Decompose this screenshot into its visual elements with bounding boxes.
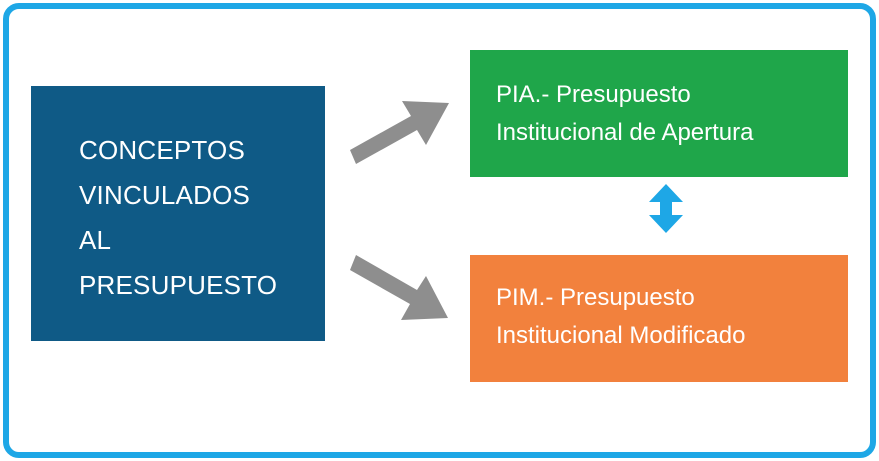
concepts-line-1: CONCEPTOS — [79, 135, 246, 165]
concepts-line-3: AL — [79, 225, 112, 255]
concepts-box: CONCEPTOS VINCULADOS AL PRESUPUESTO — [31, 86, 325, 341]
concepts-line-4: PRESUPUESTO — [79, 270, 278, 300]
pim-line-2: Institucional Modificado — [496, 322, 746, 349]
pia-box: PIA.- Presupuesto Institucional de Apert… — [470, 50, 848, 177]
pia-line-1: PIA.- Presupuesto — [496, 81, 691, 108]
pia-line-2: Institucional de Apertura — [496, 119, 754, 146]
pim-box: PIM.- Presupuesto Institucional Modifica… — [470, 255, 848, 382]
pim-line-1: PIM.- Presupuesto — [496, 284, 695, 311]
concepts-line-2: VINCULADOS — [79, 180, 251, 210]
